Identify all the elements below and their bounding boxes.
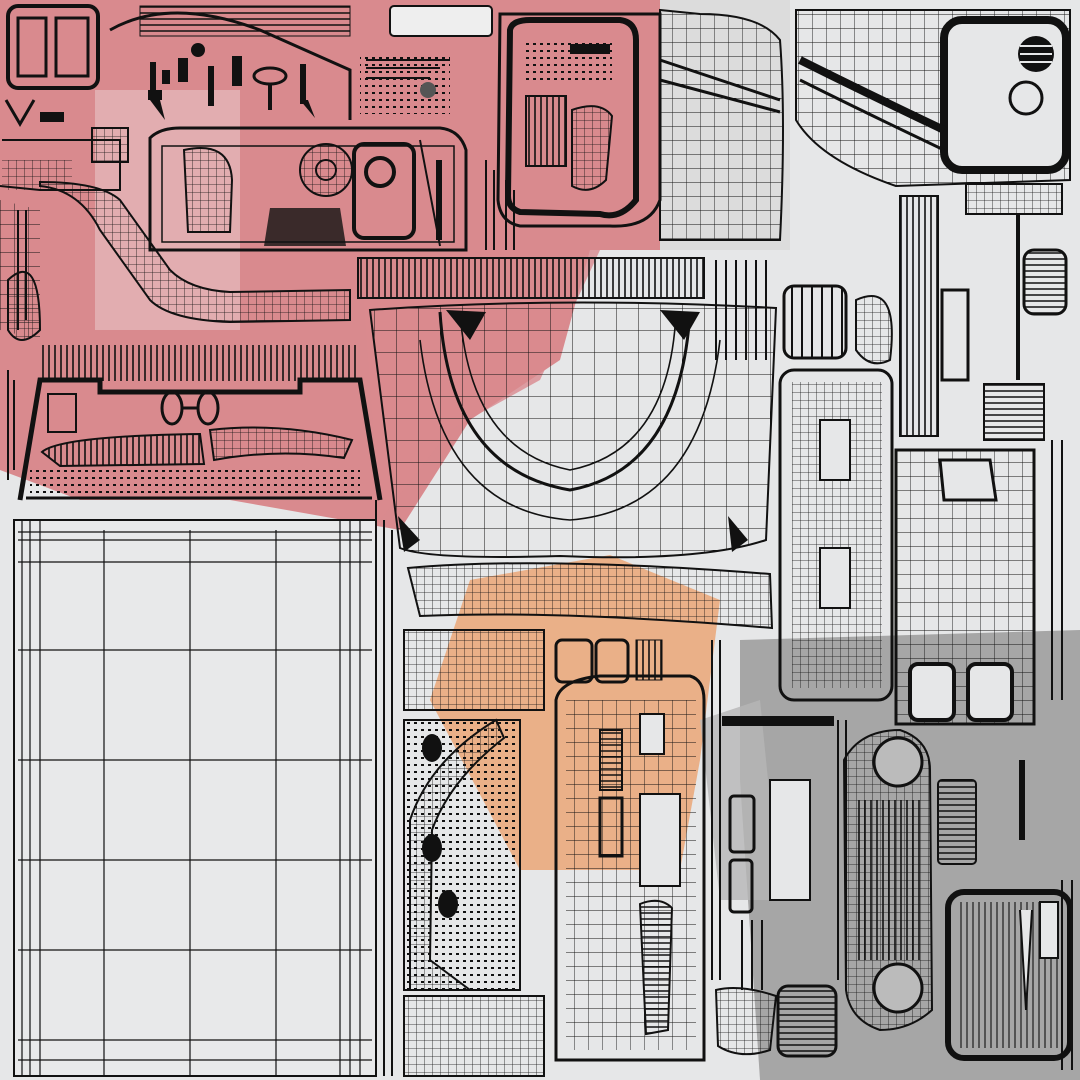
door-inner-upper: [496, 8, 784, 241]
center-console-lower: [403, 629, 706, 1077]
speaker-panel-right: [795, 9, 1071, 441]
curved-trim-left: [0, 180, 351, 341]
scattered-strip-lines: [7, 160, 847, 990]
right-trim-pieces: [778, 195, 1068, 726]
gray-side-panels: [714, 716, 1074, 1070]
seat-mesh-center: [357, 257, 778, 630]
console-assembly: [17, 345, 383, 501]
door-panel-grid: [13, 500, 393, 1077]
dashboard-frame: [148, 126, 468, 252]
